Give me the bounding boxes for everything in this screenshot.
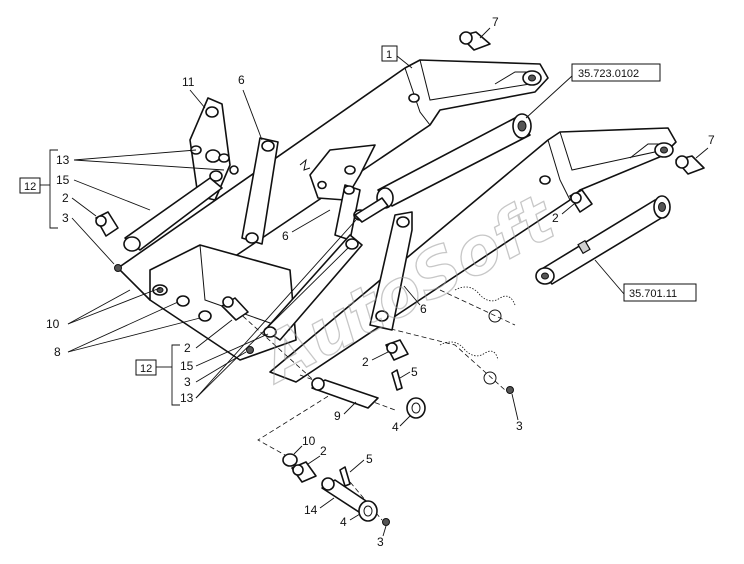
mounting-bracket [299, 144, 376, 201]
tilt-cylinder-ref-box: 35.701.11 [594, 259, 697, 302]
callout-6-link: 6 [238, 73, 263, 141]
linkage-plate-front [263, 184, 413, 341]
svg-text:10: 10 [302, 434, 316, 448]
svg-text:2: 2 [184, 341, 191, 355]
svg-text:35.701.11: 35.701.11 [629, 288, 677, 300]
callout-4-bottom: 4 [340, 513, 361, 529]
callout-6-right: 6 [403, 285, 427, 316]
callout-11: 11 [182, 75, 206, 109]
callout-13-group: 13 [180, 219, 357, 405]
link-bar [241, 137, 279, 245]
pin-9 [311, 377, 379, 409]
svg-text:4: 4 [340, 515, 347, 529]
callout-14: 14 [304, 497, 335, 517]
callout-8: 8 [54, 301, 201, 359]
bushing-mid [385, 339, 409, 361]
callout-10-left: 10 [46, 287, 161, 331]
spring-lower [439, 341, 499, 385]
svg-text:7: 7 [708, 133, 715, 147]
svg-text:3: 3 [184, 375, 191, 389]
linkage-plate-rear [123, 97, 239, 252]
callout-5-mid: 5 [399, 365, 418, 379]
lift-cylinder [354, 113, 532, 223]
nut-3-right [506, 386, 514, 394]
svg-text:5: 5 [411, 365, 418, 379]
callout-5-bottom: 5 [349, 452, 373, 473]
callout-3-left: 3 [62, 211, 115, 265]
svg-text:12: 12 [140, 363, 152, 375]
bushing-2-bottom [291, 461, 317, 483]
callout-7-right: 7 [695, 133, 715, 159]
callout-3-bottom: 3 [377, 525, 387, 549]
lift-cylinder-ref-box: 35.723.0102 [525, 63, 661, 119]
svg-text:2: 2 [552, 211, 559, 225]
tilt-cylinder [535, 195, 671, 285]
callout-2-bottom: 2 [307, 444, 327, 465]
washer-left-1 [176, 295, 190, 307]
svg-text:6: 6 [282, 229, 289, 243]
callout-15-top: 15 [56, 173, 151, 211]
svg-text:13: 13 [180, 391, 194, 405]
svg-text:2: 2 [320, 444, 327, 458]
callout-2-right: 2 [552, 203, 575, 225]
svg-text:4: 4 [392, 420, 399, 434]
group-ref-box-top: 12 [19, 149, 58, 229]
bushing-right [675, 155, 705, 175]
svg-text:15: 15 [180, 359, 194, 373]
svg-text:6: 6 [238, 73, 245, 87]
callout-2-left: 2 [62, 191, 97, 217]
nut-3-bottom [382, 518, 390, 526]
callout-2-mid: 2 [362, 351, 389, 369]
spring-pin-bottom [339, 466, 351, 487]
svg-text:2: 2 [362, 355, 369, 369]
callout-13-top: 13 [56, 149, 225, 171]
bushing-top [459, 31, 491, 51]
spring-pin-mid [391, 369, 403, 391]
svg-text:10: 10 [46, 317, 60, 331]
svg-text:3: 3 [516, 419, 523, 433]
nut-center [246, 346, 254, 354]
group-ref-box-bottom: 12 [135, 344, 180, 406]
callout-4-mid: 4 [392, 415, 411, 434]
pin-front [569, 189, 593, 213]
svg-text:5: 5 [366, 452, 373, 466]
washer-10-bottom [282, 453, 298, 467]
svg-text:3: 3 [62, 211, 69, 225]
pin-center [221, 296, 249, 321]
callout-7-top: 7 [479, 15, 499, 39]
svg-text:8: 8 [54, 345, 61, 359]
svg-text:7: 7 [492, 15, 499, 29]
svg-text:11: 11 [182, 75, 195, 89]
callout-2-group: 2 [184, 319, 233, 355]
svg-text:15: 15 [56, 173, 70, 187]
svg-text:2: 2 [62, 191, 69, 205]
callout-6-mid: 6 [282, 209, 331, 243]
callout-3-right: 3 [511, 393, 523, 433]
svg-text:1: 1 [386, 49, 392, 61]
svg-text:12: 12 [24, 181, 36, 193]
svg-text:13: 13 [56, 153, 70, 167]
callout-9: 9 [334, 401, 357, 423]
washer-4-mid [406, 397, 426, 419]
pin-left [95, 211, 119, 237]
callout-10-bottom: 10 [293, 434, 316, 455]
nut-left [114, 264, 122, 272]
assembly-ref-box: 1 [381, 45, 413, 69]
svg-text:6: 6 [420, 302, 427, 316]
svg-text:14: 14 [304, 503, 318, 517]
washer-4-bottom [358, 500, 378, 522]
washer-left-2 [198, 310, 212, 322]
svg-text:3: 3 [377, 535, 384, 549]
spring-upper [454, 286, 516, 323]
svg-text:35.723.0102: 35.723.0102 [578, 68, 639, 80]
svg-text:9: 9 [334, 409, 341, 423]
